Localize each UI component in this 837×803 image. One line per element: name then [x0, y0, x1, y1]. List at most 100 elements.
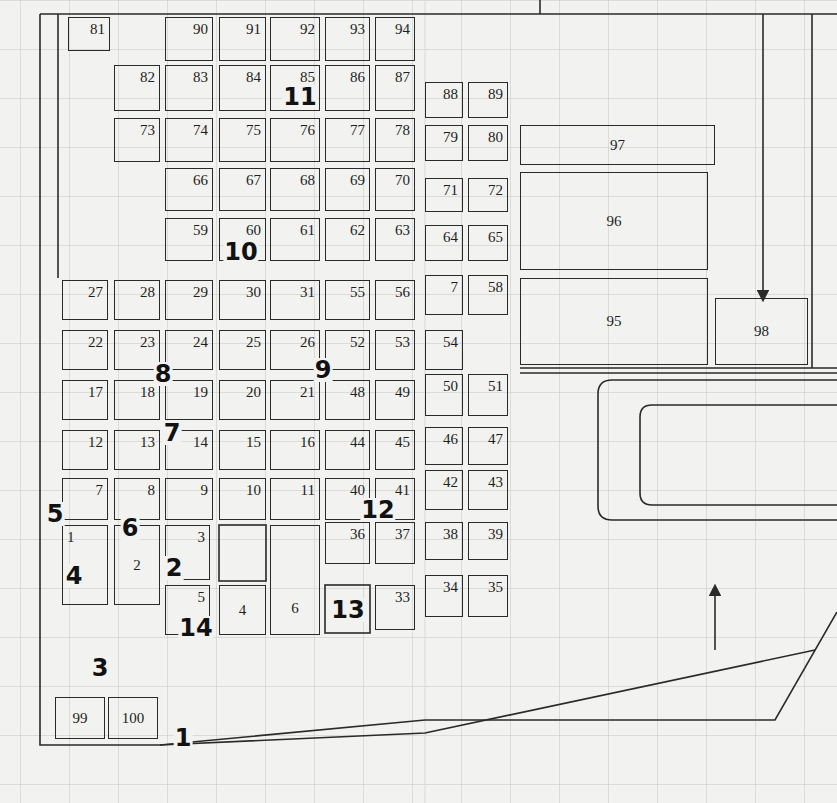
- plot-box: 9: [165, 478, 213, 520]
- plot-box: 10: [219, 478, 266, 520]
- plot-box: 98: [715, 298, 808, 365]
- plot-number: 65: [488, 230, 503, 245]
- road-edge: [160, 650, 815, 745]
- plot-box: 61: [270, 218, 320, 261]
- callout-number: 10: [223, 240, 258, 264]
- plot-number: 99: [73, 711, 88, 726]
- plot-box: 66: [165, 168, 213, 211]
- plot-number: 85: [300, 70, 315, 85]
- plot-box: 55: [325, 280, 370, 320]
- plot-box: 72: [468, 178, 508, 212]
- plot-number: 68: [300, 173, 315, 188]
- plot-number: 46: [443, 432, 458, 447]
- plot-box: 19: [165, 380, 213, 420]
- plot-number: 97: [610, 138, 625, 153]
- plot-number: 88: [443, 87, 458, 102]
- plot-number: 77: [350, 123, 365, 138]
- plot-box: 11: [270, 478, 320, 520]
- plot-number: 56: [395, 285, 410, 300]
- plot-number: 69: [350, 173, 365, 188]
- plot-box: 22: [62, 330, 108, 370]
- plot-number: 93: [350, 22, 365, 37]
- plot-number: 96: [607, 214, 622, 229]
- plot-box: 48: [325, 380, 370, 420]
- plot-number: 59: [193, 223, 208, 238]
- plot-number: 80: [488, 130, 503, 145]
- plot-box: 31: [270, 280, 320, 320]
- plot-number: 95: [607, 314, 622, 329]
- plot-box: 79: [425, 125, 463, 161]
- plot-number: 61: [300, 223, 315, 238]
- plot-box: 93: [325, 17, 370, 61]
- plot-box: 18: [114, 380, 160, 420]
- callout-number: 14: [178, 616, 213, 640]
- plot-box: 21: [270, 380, 320, 420]
- callout-number: 7: [163, 421, 182, 445]
- plot-box: 67: [219, 168, 266, 211]
- plot-number: 66: [193, 173, 208, 188]
- plot-number: 50: [443, 379, 458, 394]
- plot-box: 13: [114, 430, 160, 470]
- plot-box: 42: [425, 470, 463, 510]
- plot-number: 22: [88, 335, 103, 350]
- callout-number: 8: [154, 362, 173, 386]
- plot-number: 6: [291, 601, 299, 616]
- path-line: [520, 368, 837, 373]
- plot-number: 29: [193, 285, 208, 300]
- plot-number: 81: [90, 22, 105, 37]
- plot-box: 68: [270, 168, 320, 211]
- plot-number: 76: [300, 123, 315, 138]
- plot-box: 84: [219, 65, 266, 111]
- inner-boundary: [57, 14, 59, 278]
- plot-number: 25: [246, 335, 261, 350]
- plot-number: 58: [488, 280, 503, 295]
- plot-number: 98: [754, 324, 769, 339]
- plot-number: 23: [140, 335, 155, 350]
- plot-box: 20: [219, 380, 266, 420]
- plot-box: 17: [62, 380, 108, 420]
- plot-number: 41: [395, 483, 410, 498]
- plot-box: 69: [325, 168, 370, 211]
- plot-number: 36: [350, 527, 365, 542]
- plot-number: 31: [300, 285, 315, 300]
- plot-box: 45: [375, 430, 415, 470]
- plot-box: 76: [270, 118, 320, 162]
- plot-box: 7: [62, 478, 108, 520]
- plot-number: 26: [300, 335, 315, 350]
- plot-number: 91: [246, 22, 261, 37]
- plot-box: 7: [425, 275, 463, 315]
- plot-number: 7: [96, 483, 104, 498]
- plot-box: 53: [375, 330, 415, 370]
- plot-number: 38: [443, 527, 458, 542]
- plot-number: 2: [133, 558, 141, 573]
- callout-number: 5: [46, 502, 65, 526]
- plot-box: 12: [62, 430, 108, 470]
- plot-number: 28: [140, 285, 155, 300]
- plot-box: 27: [62, 280, 108, 320]
- top-boundary: [40, 13, 837, 15]
- callout-number: 12: [360, 498, 395, 522]
- plot-box: 29: [165, 280, 213, 320]
- left-boundary: [40, 14, 160, 745]
- plot-number: 9: [201, 483, 209, 498]
- plot-number: 90: [193, 22, 208, 37]
- plot-box: 70: [375, 168, 415, 211]
- callout-number: 11: [282, 85, 317, 109]
- plot-number: 87: [395, 70, 410, 85]
- plot-box: 25: [219, 330, 266, 370]
- plot-box: 96: [520, 172, 708, 270]
- plot-box: 81: [68, 17, 110, 51]
- plot-box: 15: [219, 430, 266, 470]
- plot-box: 30: [219, 280, 266, 320]
- plot-number: 35: [488, 580, 503, 595]
- plot-number: 62: [350, 223, 365, 238]
- callout-number: 1: [174, 726, 193, 750]
- plot-number: 21: [300, 385, 315, 400]
- plot-box: 62: [325, 218, 370, 261]
- plot-box: 82: [114, 65, 160, 111]
- plot-number: 42: [443, 475, 458, 490]
- plot-number: 7: [451, 280, 459, 295]
- plot-box: 87: [375, 65, 415, 111]
